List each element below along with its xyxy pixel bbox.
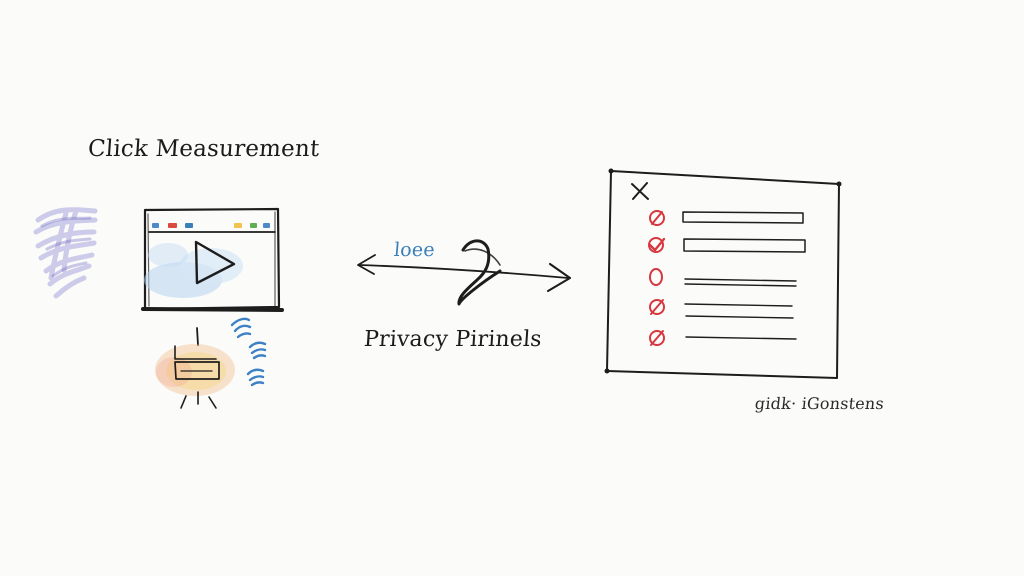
center-caption: Privacy Pirinels xyxy=(363,327,543,352)
checklist-row-4 xyxy=(649,299,794,319)
check-icon xyxy=(648,237,666,252)
signal-icon xyxy=(230,317,267,387)
video-window-icon xyxy=(141,207,284,312)
play-icon xyxy=(194,240,236,285)
click-device-icon xyxy=(155,327,235,409)
corner-note: gidk· iGonstens xyxy=(754,394,885,413)
checklist-row-5 xyxy=(649,330,797,346)
double-arrow-icon xyxy=(357,239,572,306)
checklist-row-1 xyxy=(649,210,804,226)
cross-icon xyxy=(649,210,665,226)
window-status-dots xyxy=(152,223,270,228)
checklist-row-2 xyxy=(648,237,806,253)
checklist-row-3 xyxy=(649,268,797,287)
lavender-scribble xyxy=(33,207,98,299)
diagram-title: Click Measurement xyxy=(87,136,321,162)
window-wash xyxy=(144,243,243,298)
blue-note: loee xyxy=(393,239,436,261)
checklist-panel-icon xyxy=(604,168,842,379)
close-icon xyxy=(631,182,649,200)
